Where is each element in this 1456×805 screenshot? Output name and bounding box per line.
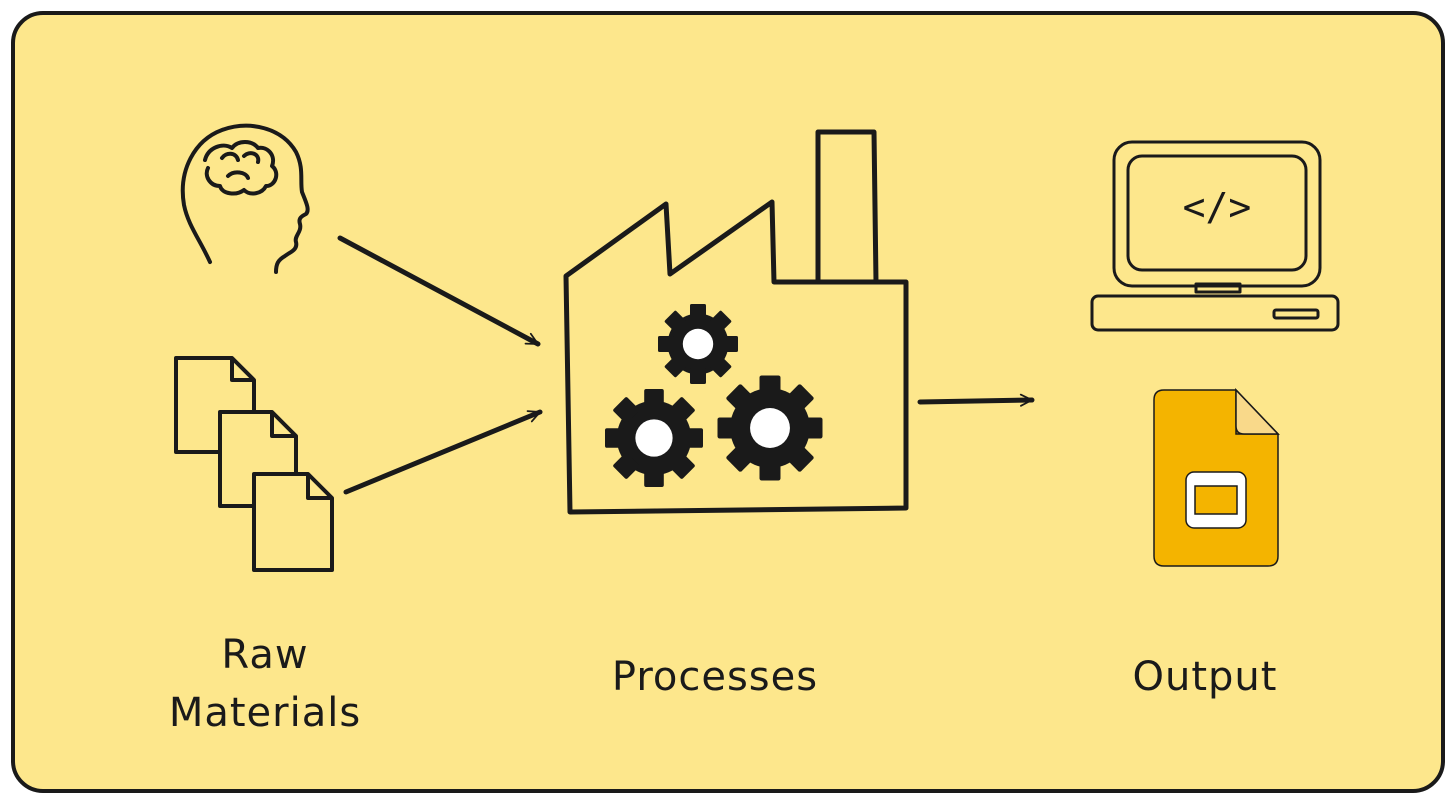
processes-label: Processes	[611, 654, 819, 700]
documents-icon	[174, 356, 334, 572]
factory-icon	[563, 129, 909, 515]
output-label: Output	[1132, 654, 1278, 700]
gear-right-icon	[717, 375, 823, 481]
head-brain-icon	[180, 123, 310, 274]
computer-icon	[1090, 140, 1340, 332]
raw-materials-label-line1: Raw	[221, 632, 309, 678]
gear-left-icon	[605, 389, 703, 487]
raw-materials-label: Raw Materials	[130, 626, 400, 742]
arrow-documents-to-factory	[343, 409, 543, 495]
slides-icon	[1153, 388, 1280, 567]
raw-materials-label-line2: Materials	[168, 690, 362, 736]
gear-top-icon	[658, 304, 738, 384]
arrow-factory-to-output	[917, 393, 1035, 407]
arrow-head-to-factory	[337, 235, 541, 347]
background-panel	[11, 11, 1445, 793]
code-symbol: </>	[1183, 185, 1252, 229]
